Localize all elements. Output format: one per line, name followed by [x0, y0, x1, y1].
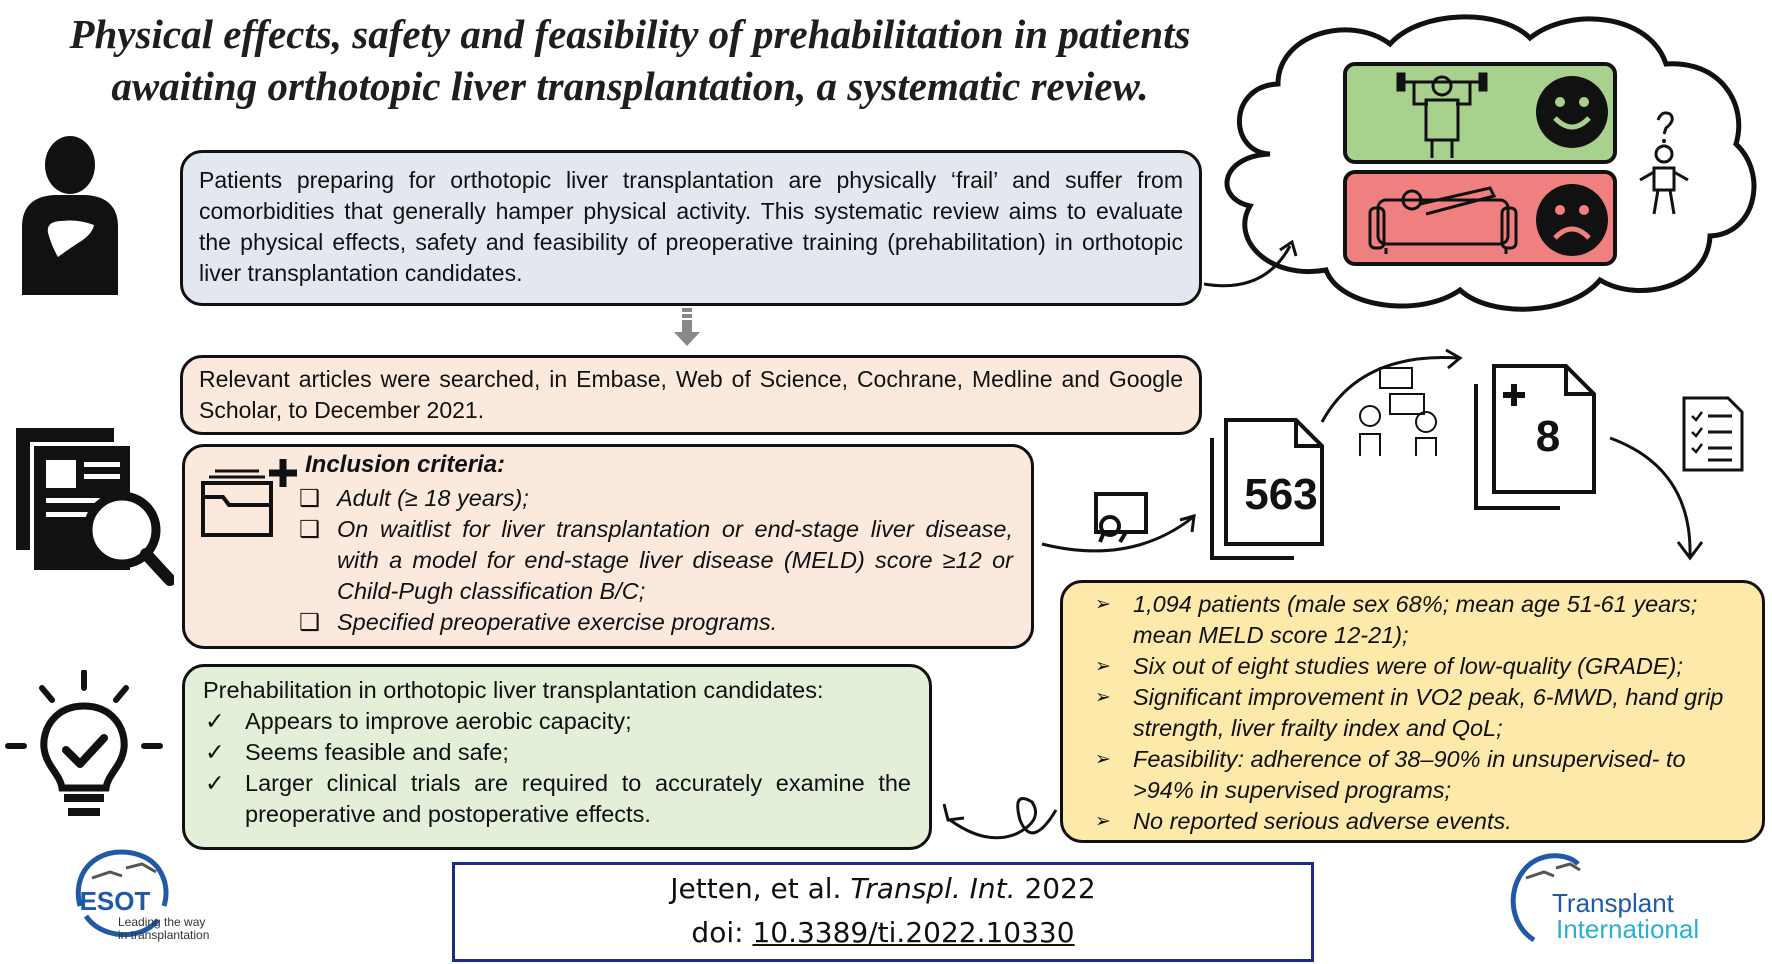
list-item: ❑Adult (≥ 18 years); [291, 483, 1013, 514]
conclusion-heading: Prehabilitation in orthotopic liver tran… [203, 677, 824, 703]
list-item: ➢Feasibility: adherence of 38–90% in uns… [1095, 746, 1686, 803]
intro-text: Patients preparing for orthotopic liver … [199, 167, 1183, 286]
esot-logo [75, 849, 169, 937]
included-documents-icon [1474, 364, 1596, 510]
citation-line: Jetten, et al. Transpl. Int. 2022 [670, 872, 1096, 905]
checkmark-icon: ✓ [205, 708, 225, 734]
search-text: Relevant articles were searched, in Emba… [199, 366, 1183, 423]
list-item: ➢1,094 patients (male sex 68%; mean age … [1095, 591, 1698, 648]
list-item: ✓Appears to improve aerobic capacity; [203, 706, 911, 737]
checkbox-icon: ❑ [299, 609, 321, 635]
couch-icon [1368, 186, 1518, 254]
ti-name: Transplant International [1552, 888, 1700, 944]
list-item: ➢Six out of eight studies were of low-qu… [1095, 651, 1748, 682]
search-box: Relevant articles were searched, in Emba… [180, 355, 1202, 435]
conclusion-list: ✓Appears to improve aerobic capacity; ✓S… [203, 706, 911, 830]
results-box: ➢1,094 patients (male sex 68%; mean age … [1060, 580, 1765, 843]
lightbulb-check-icon [5, 670, 163, 816]
list-item: ❑Specified preoperative exercise program… [291, 607, 1013, 638]
esot-name: ESOT [79, 886, 151, 916]
discussion-icon [1320, 348, 1463, 456]
person-liver-icon [22, 136, 118, 295]
esot-tagline: Leading the way in transplantation [118, 915, 210, 942]
list-item: ✓Seems feasible and safe; [203, 737, 911, 768]
sad-face-icon [1536, 184, 1608, 256]
doi-line: doi: 10.3389/ti.2022.10330 [691, 916, 1075, 949]
arrow-bullet-icon: ➢ [1095, 749, 1111, 770]
checklist-icon [1682, 396, 1744, 472]
checkmark-icon: ✓ [205, 739, 225, 765]
inclusion-list: ❑Adult (≥ 18 years); ❑On waitlist for li… [291, 483, 1013, 638]
list-item: ➢No reported serious adverse events. [1095, 806, 1748, 837]
arrow-bullet-icon: ➢ [1095, 594, 1111, 615]
results-list: ➢1,094 patients (male sex 68%; mean age … [1095, 589, 1748, 837]
checkbox-icon: ❑ [299, 485, 321, 511]
list-item: ➢Significant improvement in VO2 peak, 6-… [1095, 684, 1724, 741]
folder-add-icon [201, 459, 297, 537]
happy-face-icon [1536, 76, 1608, 148]
arrow-bullet-icon: ➢ [1095, 811, 1111, 832]
thinking-person-icon [1639, 111, 1689, 215]
checkbox-icon: ❑ [299, 516, 321, 542]
list-item: ❑On waitlist for liver transplantation o… [299, 516, 1013, 604]
down-arrow-icon [674, 308, 700, 346]
computer-search-icon [1041, 492, 1196, 553]
citation-box: Jetten, et al. Transpl. Int. 2022 doi: 1… [452, 862, 1314, 962]
identified-count: 563 [1244, 470, 1318, 519]
checkmark-icon: ✓ [205, 770, 225, 796]
inclusion-heading: Inclusion criteria: [305, 451, 506, 478]
inclusion-box: Inclusion criteria: ❑Adult (≥ 18 years);… [182, 444, 1034, 649]
document-search-icon [16, 428, 174, 586]
intro-box: Patients preparing for orthotopic liver … [180, 150, 1202, 306]
page-title: Physical effects, safety and feasibility… [69, 11, 1191, 109]
weightlifter-icon [1396, 72, 1488, 158]
arrow-bullet-icon: ➢ [1095, 687, 1111, 708]
included-count: 8 [1535, 412, 1561, 461]
curved-arrow-icon [1609, 436, 1704, 561]
thought-cloud [1224, 14, 1757, 312]
loop-arrow-icon [942, 797, 1058, 840]
identified-documents-icon [1210, 418, 1324, 560]
conclusion-box: Prehabilitation in orthotopic liver tran… [182, 664, 932, 850]
arrow-bullet-icon: ➢ [1095, 656, 1111, 677]
transplant-international-logo [1510, 853, 1581, 943]
curved-arrow-icon [1203, 239, 1298, 288]
list-item: ✓Larger clinical trials are required to … [205, 770, 911, 827]
doi-link[interactable]: 10.3389/ti.2022.10330 [752, 916, 1075, 949]
